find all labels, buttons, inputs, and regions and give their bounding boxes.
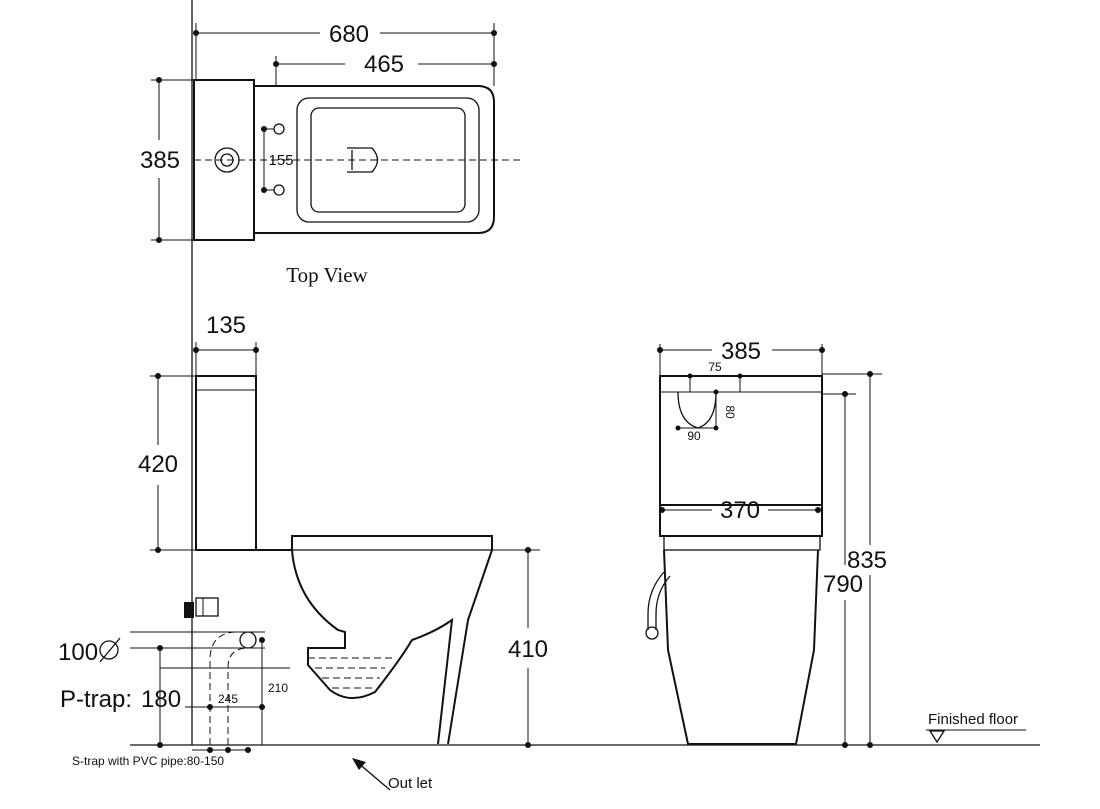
- water-hose: [647, 571, 665, 630]
- front-tank-outline: [659, 375, 823, 506]
- s-trap-note: S-trap with PVC pipe:80-150: [72, 754, 224, 768]
- front-view: 75 80 90 385 370 790 835 Finished floor: [645, 338, 1026, 748]
- top-view-title: Top View: [286, 263, 368, 287]
- dim-overall-length: 680: [329, 21, 369, 48]
- dim-tank-hole-bottom: 90: [687, 429, 701, 443]
- dim-seat-height: 410: [508, 636, 548, 663]
- dim-overall-height: 835: [847, 547, 887, 574]
- finished-floor-label: Finished floor: [928, 711, 1018, 728]
- seat-hole-bottom: [273, 184, 285, 196]
- angle-valve-body: [195, 597, 219, 617]
- p-trap-value: 180: [141, 686, 181, 713]
- side-seat: [256, 535, 493, 551]
- dim-tank-height: 420: [138, 451, 178, 478]
- trap-pipe-circle: [239, 631, 257, 649]
- dim-front-width: 385: [721, 338, 761, 365]
- side-bowl-front: [291, 549, 454, 745]
- dim-lid-width: 370: [720, 497, 760, 524]
- tank-inlet-cutout: [677, 391, 717, 429]
- front-bowl-outline: [663, 549, 819, 745]
- p-trap-label: P-trap:: [60, 686, 132, 713]
- diameter-symbol-icon: [99, 640, 119, 660]
- angle-valve: [184, 602, 194, 618]
- dim-hole-spacing: 155: [268, 152, 293, 169]
- dim-tank-hole-height: 80: [723, 405, 737, 419]
- dim-bowl-length: 465: [364, 51, 404, 78]
- dim-s-trap-b: 210: [268, 681, 288, 695]
- side-view: 135 420 410 100 P-trap: 180 245 210: [58, 312, 1040, 792]
- front-seat: [663, 535, 821, 551]
- top-view: 680 465 385 155 Top View: [140, 0, 520, 745]
- floor-level-icon: [928, 730, 946, 744]
- dim-width: 385: [140, 147, 180, 174]
- outlet-label: Out let: [388, 775, 433, 792]
- dim-tank-hole-width: 75: [708, 360, 722, 374]
- outlet-arrow-icon: [356, 761, 391, 791]
- dim-s-trap-a: 245: [218, 692, 238, 706]
- side-bowl-back: [447, 549, 493, 745]
- dim-height-to-tank: 790: [823, 571, 863, 598]
- top-tank-outline: [193, 79, 255, 241]
- side-tank-outline: [195, 375, 257, 551]
- dim-tank-depth: 135: [206, 312, 246, 339]
- s-trap-pipe-outer: [209, 631, 265, 745]
- dim-trap-diameter: 100: [58, 639, 98, 666]
- hose-connector: [645, 626, 659, 640]
- seat-hole-top: [273, 123, 285, 135]
